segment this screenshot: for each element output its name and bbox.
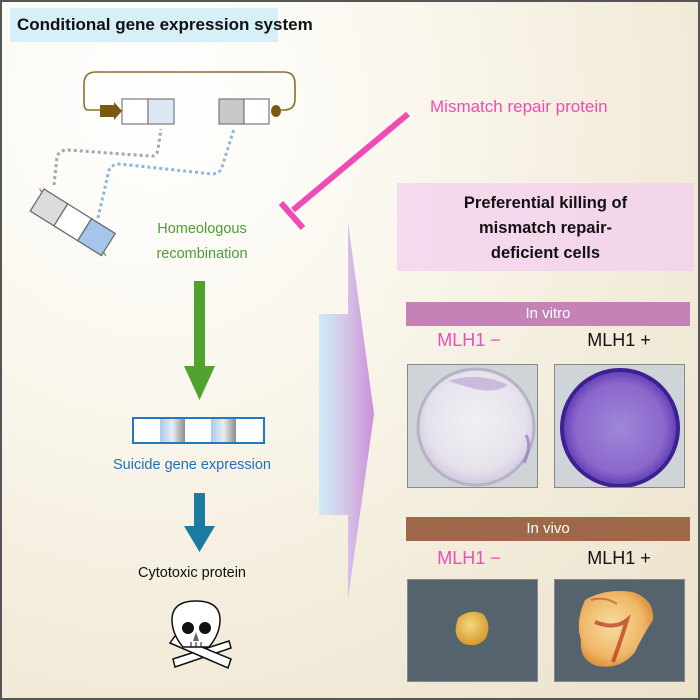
homeology-dotted-line-gray-1 — [52, 128, 163, 186]
in-vivo-band: In vivo — [406, 517, 690, 541]
promoter-arrow-icon — [100, 102, 122, 120]
in-vivo-mlh1-positive-label: MLH1 + — [587, 548, 651, 568]
in-vitro-mlh1-positive-photo — [554, 364, 685, 488]
construct-segment-gray — [218, 98, 245, 125]
in-vitro-band: In vitro — [406, 302, 690, 326]
teal-down-arrow-icon — [184, 493, 215, 552]
in-vivo-mlh1-negative-photo — [407, 579, 538, 682]
construct-segment-lightblue — [147, 98, 175, 125]
large-right-arrow-icon — [319, 222, 374, 599]
in-vivo-mlh1-positive-photo — [554, 579, 685, 682]
terminator-icon — [271, 105, 281, 117]
result-heading-line1: Preferential killing of — [463, 194, 628, 212]
in-vitro-mlh1-negative-label: MLH1 − — [437, 330, 501, 350]
construct-segment-white — [121, 98, 149, 125]
result-heading-line2: mismatch repair- — [479, 219, 612, 237]
homeology-dotted-line-blue — [96, 128, 236, 219]
gene-construct — [83, 71, 296, 125]
result-heading-box: Preferential killing of mismatch repair-… — [397, 183, 694, 271]
skull-and-crossbones-icon — [168, 600, 232, 670]
suicide-gene-bar — [132, 417, 265, 444]
in-vitro-mlh1-negative-photo — [407, 364, 538, 488]
inhibition-icon — [278, 111, 410, 230]
cytotoxic-protein-label: Cytotoxic protein — [138, 565, 246, 581]
construct-loop — [83, 71, 296, 111]
result-heading-line3: deficient cells — [490, 244, 601, 262]
suicide-gene-expression-label: Suicide gene expression — [113, 457, 271, 473]
mismatch-repair-protein-label: Mismatch repair protein — [430, 97, 608, 116]
homeologous-recombination-line1: Homeologous — [157, 221, 247, 237]
homeologous-recombination-line2: recombination — [156, 246, 248, 262]
in-vitro-mlh1-positive-label: MLH1 + — [587, 330, 651, 350]
page-title: Conditional gene expression system — [10, 8, 313, 42]
in-vivo-mlh1-negative-label: MLH1 − — [437, 548, 501, 568]
recombinant-fragment — [29, 188, 117, 257]
green-down-arrow-icon — [184, 281, 215, 400]
construct-segment-white-2 — [243, 98, 270, 125]
homeologous-recombination-label: Homeologous recombination — [142, 217, 262, 267]
